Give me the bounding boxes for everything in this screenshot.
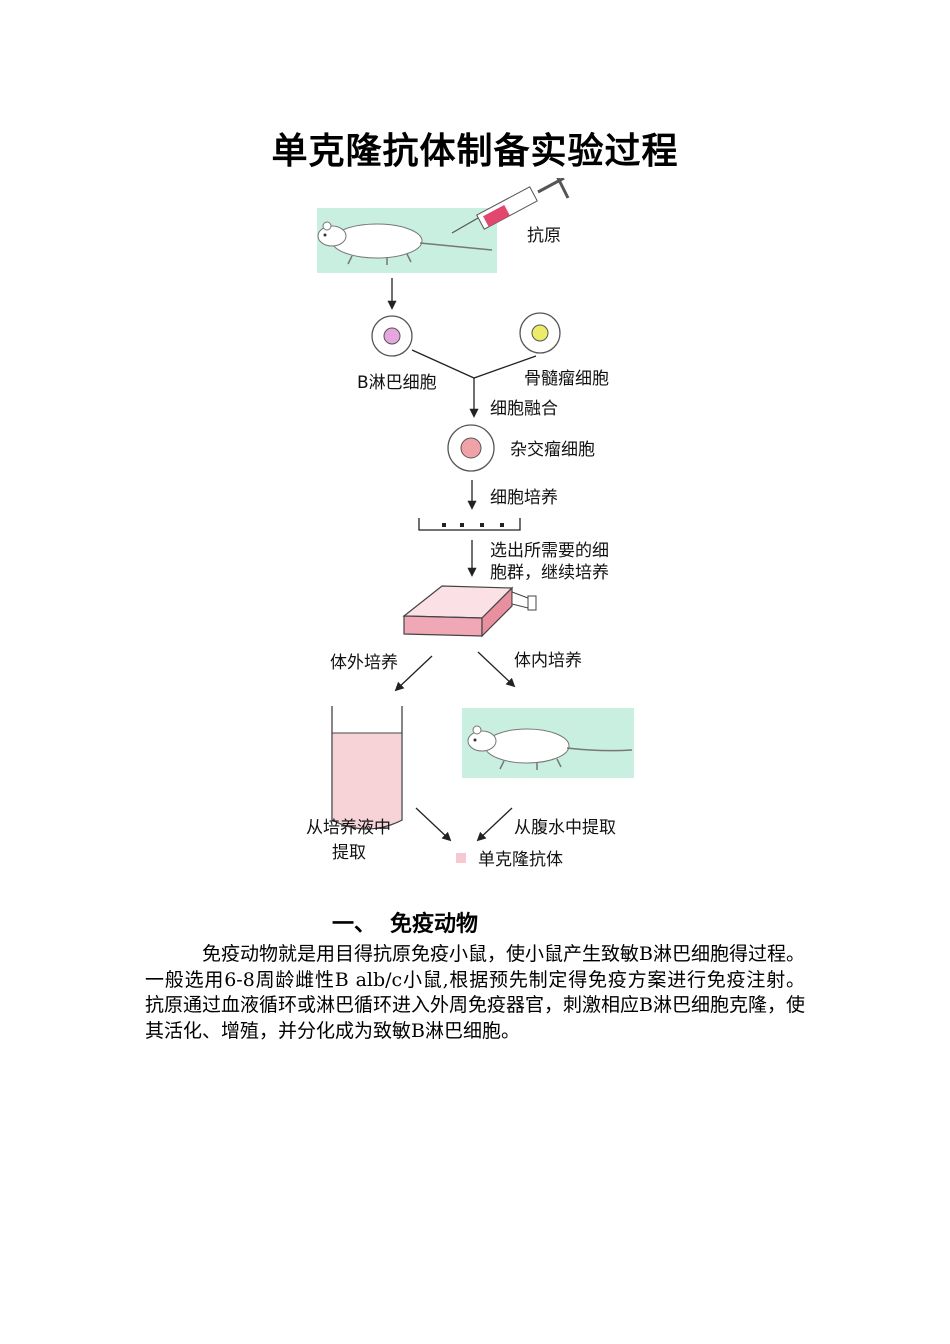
section-number: 一、 bbox=[332, 912, 377, 937]
label-from-medium-line1: 从培养液中 bbox=[306, 818, 391, 838]
document-title: 单克隆抗体制备实验过程 bbox=[271, 131, 679, 172]
label-from-medium-line2: 提取 bbox=[332, 843, 366, 863]
label-mab: 单克隆抗体 bbox=[478, 850, 563, 870]
arrow-in-vivo bbox=[477, 651, 516, 688]
syringe-illustration bbox=[451, 175, 570, 234]
arrow-in-vitro bbox=[394, 655, 433, 692]
myeloma-cell-icon bbox=[519, 312, 561, 354]
label-hybridoma: 杂交瘤细胞 bbox=[510, 440, 595, 460]
label-in-vivo: 体内培养 bbox=[514, 651, 582, 671]
section-title: 免疫动物 bbox=[390, 912, 479, 937]
label-from-ascites: 从腹水中提取 bbox=[514, 818, 616, 838]
label-fusion: 细胞融合 bbox=[490, 399, 558, 419]
b-cell-icon bbox=[371, 315, 413, 357]
beaker-icon bbox=[331, 706, 403, 830]
arrow-from-medium bbox=[415, 807, 452, 842]
label-antigen: 抗原 bbox=[527, 226, 561, 246]
culture-flask-icon bbox=[402, 585, 537, 638]
label-select-line2: 胞群，继续培养 bbox=[490, 563, 609, 583]
mab-preparation-diagram: 抗原 B淋巴细胞 骨髓瘤细胞 细胞融合 杂交瘤细胞 细胞培养 选出所需要的细 胞… bbox=[292, 175, 658, 884]
culture-plate-icon bbox=[418, 518, 521, 531]
mouse-bottom-illustration bbox=[462, 708, 634, 778]
antibody-marker bbox=[456, 853, 466, 863]
arrow-from-ascites bbox=[476, 807, 513, 842]
hybridoma-cell-icon bbox=[447, 424, 495, 472]
label-b-cell: B淋巴细胞 bbox=[357, 373, 437, 393]
mouse-top-illustration bbox=[317, 208, 497, 273]
label-culture: 细胞培养 bbox=[490, 488, 558, 508]
section-paragraph: 免疫动物就是用目得抗原免疫小鼠，使小鼠产生致敏B淋巴细胞得过程。 一般选用6-8… bbox=[145, 943, 805, 1042]
label-in-vitro: 体外培养 bbox=[330, 653, 398, 673]
label-myeloma: 骨髓瘤细胞 bbox=[524, 369, 609, 389]
section-heading: 一、免疫动物 bbox=[332, 906, 478, 938]
label-select-line1: 选出所需要的细 bbox=[490, 541, 609, 561]
